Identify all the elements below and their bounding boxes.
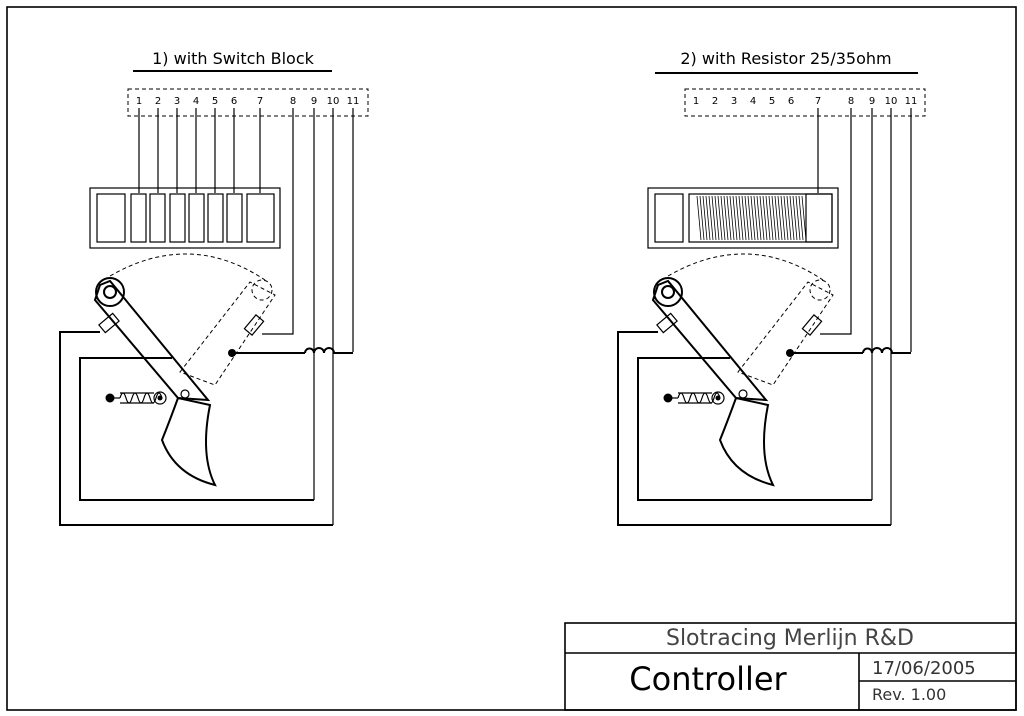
terminal-strip — [127, 88, 369, 117]
terminal-number: 9 — [869, 96, 875, 107]
terminal-wires — [817, 108, 912, 525]
controller-housing — [59, 331, 353, 526]
coil-winding — [801, 195, 807, 241]
coil-winding — [783, 195, 789, 241]
terminal-number: 11 — [905, 96, 918, 107]
terminal-number: 7 — [815, 96, 821, 107]
drawing-date: 17/06/2005 — [872, 658, 976, 679]
coil-winding — [696, 195, 702, 241]
terminal-number: 5 — [212, 96, 218, 107]
coil-winding — [765, 195, 771, 241]
coil-winding — [753, 195, 759, 241]
coil-winding — [777, 195, 783, 241]
coil-winding — [741, 195, 747, 241]
revision: Rev. 1.00 — [872, 685, 946, 704]
coil-winding — [711, 195, 717, 241]
diagram-switch-block: 1) with Switch Block 1 2 3 4 5 6 7 8 9 10 11 — [59, 49, 369, 526]
terminal-number: 1 — [136, 96, 142, 107]
coil-winding — [780, 195, 786, 241]
coil-winding — [717, 195, 723, 241]
coil-winding — [723, 195, 729, 241]
coil-winding — [726, 195, 732, 241]
drawing-title: Controller — [629, 660, 787, 698]
coil-winding — [789, 195, 795, 241]
coil-winding — [759, 195, 765, 241]
terminal-number: 6 — [788, 96, 794, 107]
terminal-number: 2 — [155, 96, 161, 107]
coil-winding — [768, 195, 774, 241]
coil-winding — [699, 195, 705, 241]
resistor-block — [647, 187, 839, 249]
terminal-wires — [138, 108, 354, 525]
coil-winding — [774, 195, 780, 241]
trigger-lever — [93, 277, 217, 487]
terminal-number: 4 — [750, 96, 756, 107]
return-spring — [663, 392, 721, 404]
terminal-number: 3 — [174, 96, 180, 107]
terminal-number: 2 — [712, 96, 718, 107]
coil-winding — [708, 195, 714, 241]
terminal-number: 4 — [193, 96, 199, 107]
terminal-number: 7 — [257, 96, 263, 107]
terminal-labels: 1 2 3 4 5 6 7 8 9 10 11 — [136, 96, 360, 107]
coil-winding — [732, 195, 738, 241]
diagram-resistor: 2) with Resistor 25/35ohm 1 2 3 4 5 6 7 8 9 10 11 — [617, 49, 926, 526]
controller-housing — [617, 331, 911, 526]
coil-winding — [798, 195, 804, 241]
terminal-number: 11 — [347, 96, 360, 107]
terminal-strip — [684, 88, 926, 117]
terminal-number: 3 — [731, 96, 737, 107]
trigger-dashed-position — [667, 253, 834, 386]
coil-winding — [705, 195, 711, 241]
company-name: Slotracing Merlijn R&D — [666, 626, 914, 651]
coil-winding — [792, 195, 798, 241]
coil-winding — [747, 195, 753, 241]
diagram-title: 1) with Switch Block — [152, 49, 315, 68]
coil-winding — [735, 195, 741, 241]
terminal-number: 6 — [231, 96, 237, 107]
coil-winding — [786, 195, 792, 241]
trigger-dashed-position — [109, 253, 276, 386]
terminal-number: 8 — [848, 96, 854, 107]
diagram-title: 2) with Resistor 25/35ohm — [680, 49, 891, 68]
terminal-number: 10 — [327, 96, 340, 107]
coil-winding — [756, 195, 762, 241]
coil-winding — [714, 195, 720, 241]
coil-winding — [702, 195, 708, 241]
terminal-number: 5 — [769, 96, 775, 107]
coil-winding — [738, 195, 744, 241]
coil-winding — [762, 195, 768, 241]
coil-winding — [720, 195, 726, 241]
switch-block — [89, 187, 281, 249]
terminal-number: 9 — [311, 96, 317, 107]
coil-winding — [744, 195, 750, 241]
trigger-lever — [651, 277, 775, 487]
sheet-border — [6, 6, 1017, 711]
coil-winding — [750, 195, 756, 241]
coil-winding — [729, 195, 735, 241]
coil-winding — [771, 195, 777, 241]
title-block: Slotracing Merlijn R&D Controller 17/06/… — [564, 622, 1017, 711]
return-spring — [105, 392, 163, 404]
terminal-number: 8 — [290, 96, 296, 107]
terminal-labels: 1 2 3 4 5 6 7 8 9 10 11 — [693, 96, 918, 107]
terminal-number: 1 — [693, 96, 699, 107]
resistor-coil — [696, 195, 807, 241]
terminal-number: 10 — [885, 96, 898, 107]
coil-winding — [795, 195, 801, 241]
